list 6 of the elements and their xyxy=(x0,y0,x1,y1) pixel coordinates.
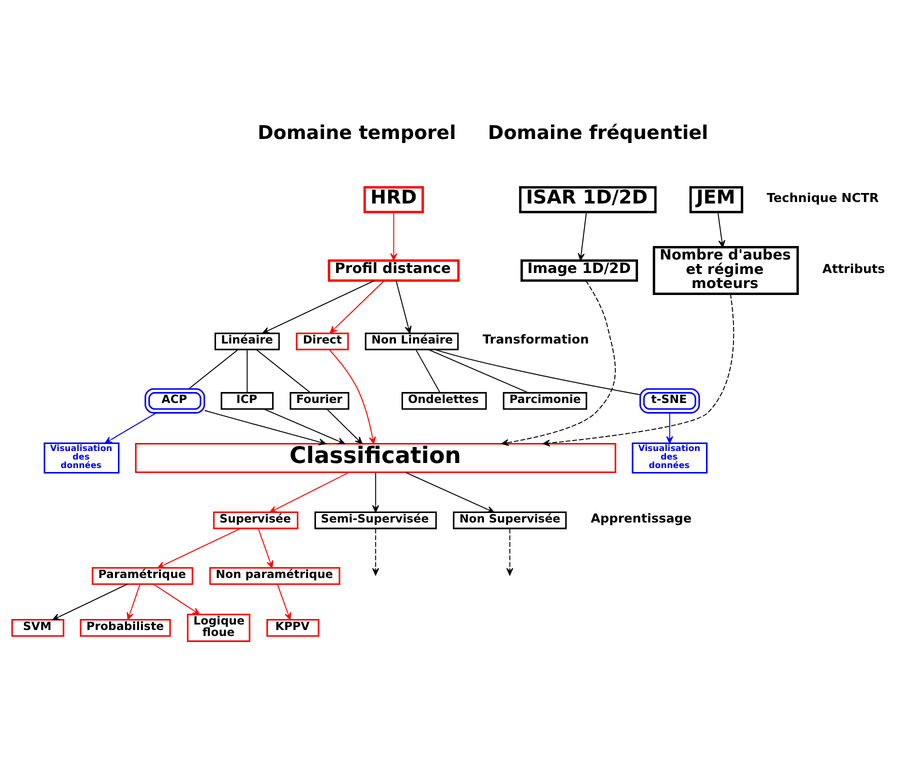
label: Attributs xyxy=(822,262,886,276)
label: Domaine fréquentiel xyxy=(488,122,708,144)
label: Transformation xyxy=(482,332,589,347)
label: Technique NCTR xyxy=(766,190,879,205)
label: Domaine temporel xyxy=(258,122,456,144)
label: Apprentissage xyxy=(590,512,692,526)
